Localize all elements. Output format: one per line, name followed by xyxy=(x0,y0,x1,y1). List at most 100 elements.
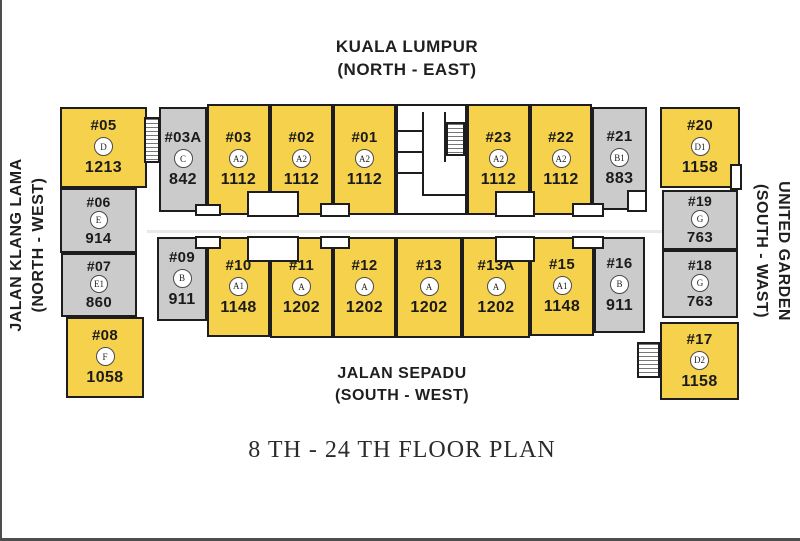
unit-area: 1148 xyxy=(220,298,257,316)
east-street-label: UNITED GARDEN (SOUTH - WAST) xyxy=(750,151,794,351)
unit-area: 1202 xyxy=(410,299,448,317)
staircase-icon xyxy=(446,122,465,156)
unit-type-badge: G xyxy=(691,210,709,229)
unit-type-badge: B xyxy=(172,268,192,288)
west-street-label: JALAN KLANG LAMA (NORTH - WEST) xyxy=(6,135,50,355)
unit-area: 1202 xyxy=(345,299,384,317)
unit-area: 1158 xyxy=(681,159,719,177)
unit-number: #15 xyxy=(549,256,575,274)
unit-area: 860 xyxy=(85,294,113,312)
unit-area: 842 xyxy=(169,171,197,189)
unit-area: 763 xyxy=(686,293,714,311)
unit-area: 1148 xyxy=(543,298,581,316)
unit-area: 1112 xyxy=(480,171,517,189)
unit-area: 1112 xyxy=(220,171,257,189)
air-well-cutout xyxy=(247,236,299,262)
staircase-icon xyxy=(144,117,160,163)
unit-type-badge: A xyxy=(419,277,439,297)
west-street-name: JALAN KLANG LAMA xyxy=(8,158,25,332)
unit-area: 911 xyxy=(168,290,196,308)
unit-type-badge: A xyxy=(486,277,506,297)
unit-number: #09 xyxy=(169,248,195,266)
unit-type-badge: A xyxy=(292,277,311,297)
unit-number: #03A xyxy=(164,129,202,147)
unit-area: 1213 xyxy=(84,159,123,177)
unit-number: #23 xyxy=(485,129,512,147)
unit-type-badge: A2 xyxy=(229,149,248,169)
unit-type-badge: F xyxy=(95,347,115,367)
air-well-cutout xyxy=(195,236,221,249)
core-wall xyxy=(398,172,424,174)
unit-area: 1158 xyxy=(681,372,718,390)
unit-type-badge: D1 xyxy=(690,137,710,157)
south-street-direction: (SOUTH - WEST) xyxy=(334,386,470,404)
unit-number: #13 xyxy=(416,257,442,275)
floor-plan-caption: 8 TH - 24 TH FLOOR PLAN xyxy=(248,437,556,463)
north-street-label: KUALA LUMPUR (NORTH - EAST) xyxy=(282,36,532,82)
north-street-name: KUALA LUMPUR xyxy=(335,37,479,56)
south-street-label: JALAN SEPADU (SOUTH - WEST) xyxy=(277,363,527,406)
unit-number: #19 xyxy=(687,193,713,210)
air-well-cutout xyxy=(572,203,604,217)
unit-type-badge: A2 xyxy=(551,149,571,169)
unit-area: 914 xyxy=(85,229,112,247)
unit-number: #05 xyxy=(90,117,117,135)
unit-number: #03 xyxy=(225,129,252,147)
unit-number: #20 xyxy=(687,117,713,135)
unit-type-badge: A2 xyxy=(292,149,311,169)
unit-number: #02 xyxy=(288,129,315,147)
east-street-direction: (SOUTH - WAST) xyxy=(753,183,771,319)
unit-number: #07 xyxy=(86,258,112,275)
air-well-cutout xyxy=(495,191,535,217)
unit-area: 883 xyxy=(605,170,634,188)
core-wall xyxy=(422,112,424,196)
unit-03A[interactable]: #03A C 842 xyxy=(159,107,207,212)
unit-area: 1058 xyxy=(86,369,124,387)
unit-type-badge: A2 xyxy=(489,149,508,169)
unit-type-badge: E xyxy=(89,210,108,229)
unit-number: #06 xyxy=(86,193,111,210)
air-well-cutout xyxy=(320,236,350,249)
core-wall xyxy=(398,151,424,153)
corridor xyxy=(147,230,662,233)
unit-number: #12 xyxy=(351,257,378,275)
air-well-cutout xyxy=(627,190,647,212)
unit-type-badge: C xyxy=(173,149,193,169)
west-street-direction: (NORTH - WEST) xyxy=(29,177,47,313)
unit-number: #21 xyxy=(606,128,633,146)
elevator-core xyxy=(396,104,467,215)
unit-type-badge: D2 xyxy=(690,350,709,370)
unit-type-badge: A xyxy=(355,277,374,297)
unit-number: #17 xyxy=(686,330,713,348)
air-well-cutout xyxy=(195,204,221,216)
unit-number: #01 xyxy=(351,129,378,147)
air-well-cutout xyxy=(247,191,299,217)
core-wall xyxy=(422,194,467,196)
unit-area: 1202 xyxy=(477,299,515,317)
air-well-cutout xyxy=(495,236,535,262)
unit-number: #08 xyxy=(92,327,118,345)
unit-number: #16 xyxy=(606,254,633,272)
unit-type-badge: B1 xyxy=(610,148,629,168)
unit-area: 1112 xyxy=(283,171,320,189)
air-well-cutout xyxy=(730,164,742,190)
unit-area: 911 xyxy=(605,296,633,314)
